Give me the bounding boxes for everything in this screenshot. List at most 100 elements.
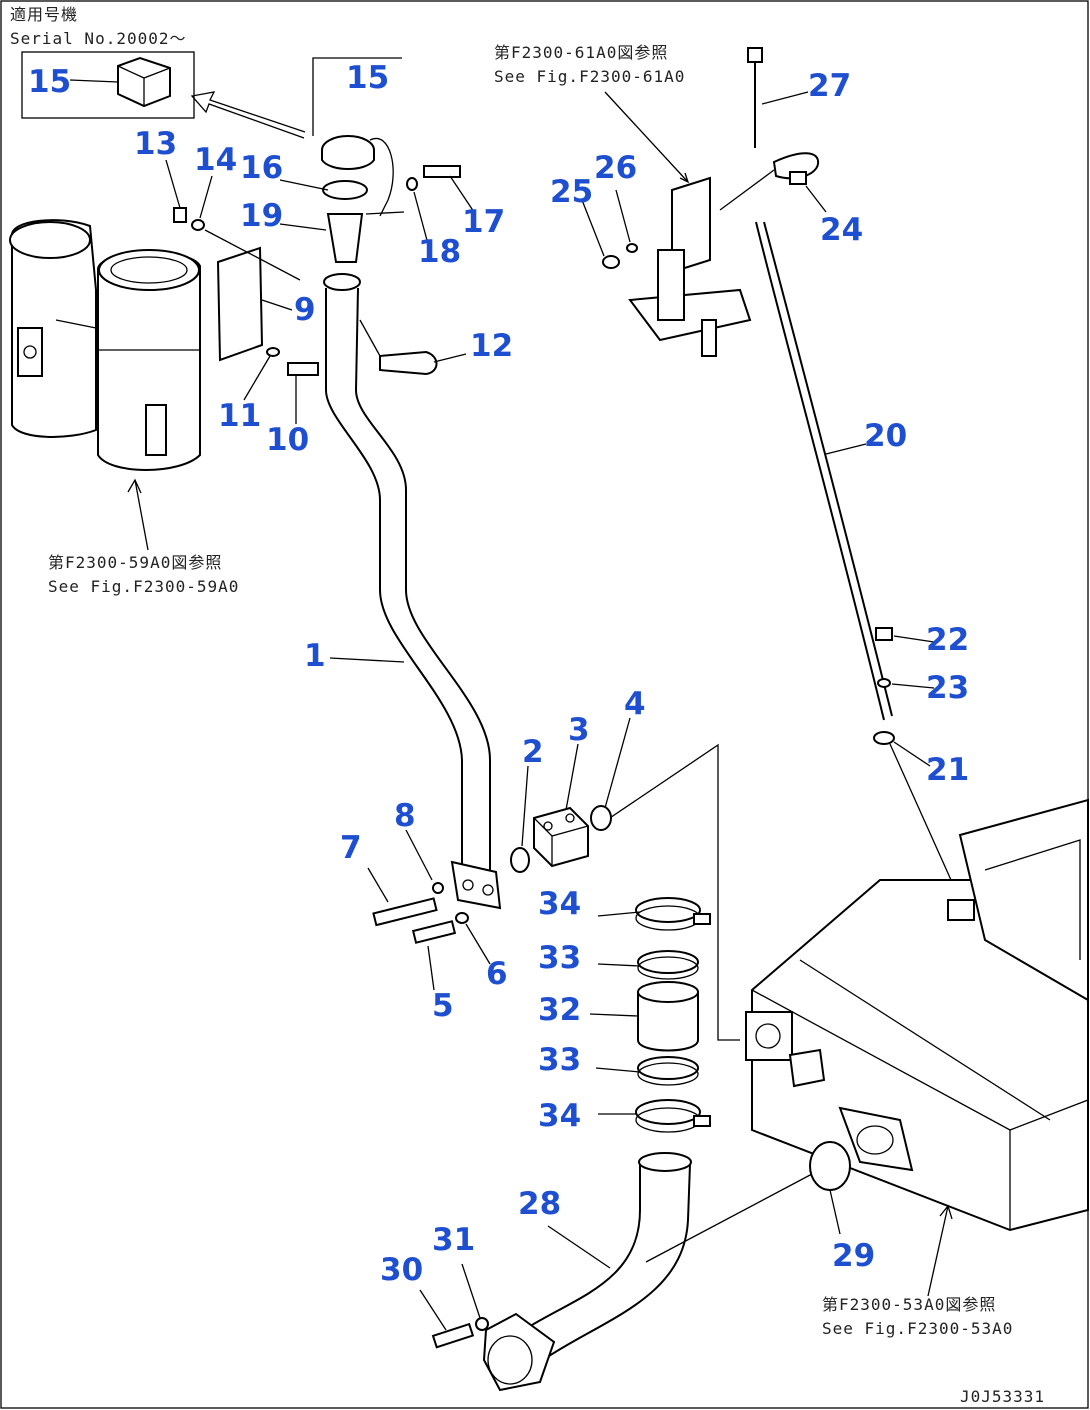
nut-25 bbox=[602, 255, 620, 269]
callout-21: 21 bbox=[926, 752, 969, 788]
callout-28: 28 bbox=[518, 1186, 561, 1222]
callout-13: 13 bbox=[134, 126, 177, 162]
leader-14 bbox=[204, 229, 301, 281]
ref-5900-jp: 第F2300-59A0図参照 bbox=[48, 553, 222, 572]
cap-inset-drawing bbox=[69, 56, 171, 108]
callout-34-lower: 34 bbox=[538, 1098, 581, 1134]
callout-3: 3 bbox=[568, 712, 590, 748]
ref-5300-arrow bbox=[927, 1204, 953, 1297]
callout-34-upper: 34 bbox=[538, 886, 581, 922]
ref-6100-arrow bbox=[604, 91, 690, 184]
callout-27: 27 bbox=[808, 68, 851, 104]
serial-note-jp: 適用号機 bbox=[10, 5, 78, 24]
callout-19: 19 bbox=[240, 198, 283, 234]
callout-23: 23 bbox=[926, 670, 969, 706]
callout-22: 22 bbox=[926, 622, 969, 658]
clamp-21 bbox=[873, 731, 895, 745]
callout-11: 11 bbox=[218, 398, 261, 434]
ref-5300-en: See Fig.F2300-53A0 bbox=[822, 1319, 1013, 1338]
clamp-33-lower bbox=[637, 1056, 699, 1086]
oring-29 bbox=[809, 1141, 851, 1191]
callout-14: 14 bbox=[194, 142, 237, 178]
callout-17: 17 bbox=[462, 204, 505, 240]
callout-30: 30 bbox=[380, 1252, 423, 1288]
washer-18 bbox=[406, 177, 418, 191]
callout-31: 31 bbox=[432, 1222, 475, 1258]
bolt-7 bbox=[372, 897, 438, 927]
cover-plate-9 bbox=[216, 246, 264, 362]
gauge-bracket bbox=[628, 176, 752, 357]
callout-15-inset: 15 bbox=[28, 64, 71, 100]
cap-leader-line bbox=[365, 211, 405, 215]
clamp-34-upper bbox=[635, 897, 711, 931]
washer-8 bbox=[432, 882, 444, 894]
filler-cap-15 bbox=[321, 135, 394, 217]
callout-33-lower: 33 bbox=[538, 1042, 581, 1078]
tube-flange bbox=[450, 860, 502, 910]
oring-2 bbox=[510, 847, 530, 873]
callout-2: 2 bbox=[522, 734, 544, 770]
callout-1: 1 bbox=[304, 638, 326, 674]
ref-5900-en: See Fig.F2300-59A0 bbox=[48, 577, 239, 596]
pump-housing bbox=[9, 219, 201, 471]
gauge-rod-27 bbox=[747, 47, 763, 148]
cap-bracket bbox=[312, 57, 402, 136]
bolt-22 bbox=[875, 627, 893, 641]
callout-4: 4 bbox=[624, 686, 646, 722]
washer-6 bbox=[455, 912, 469, 924]
callout-29: 29 bbox=[832, 1238, 875, 1274]
washer-31 bbox=[475, 1317, 489, 1331]
clamp-34-lower bbox=[635, 1099, 711, 1133]
drawing-id: J0J53331 bbox=[960, 1387, 1045, 1406]
bolt-5 bbox=[411, 920, 457, 944]
ref-5900-arrow bbox=[127, 478, 149, 551]
gasket-16 bbox=[322, 180, 368, 200]
bolt-30 bbox=[431, 1322, 475, 1349]
washer-26 bbox=[626, 243, 638, 253]
clamp-33-upper bbox=[637, 950, 699, 980]
clip-12 bbox=[359, 319, 438, 376]
serial-note-en: Serial No.20002～ bbox=[10, 29, 187, 48]
hydraulic-tank bbox=[745, 798, 1089, 1232]
gauge-tube-20 bbox=[755, 221, 893, 721]
callout-24: 24 bbox=[820, 212, 863, 248]
callout-16: 16 bbox=[240, 150, 283, 186]
oring-4 bbox=[590, 805, 612, 831]
callout-26: 26 bbox=[594, 150, 637, 186]
elbow-tube-28 bbox=[482, 1152, 692, 1392]
callout-33-upper: 33 bbox=[538, 940, 581, 976]
callout-18: 18 bbox=[418, 234, 461, 270]
callout-6: 6 bbox=[486, 956, 508, 992]
gauge-lower-line bbox=[889, 743, 961, 901]
cap-24 bbox=[772, 152, 820, 185]
bolt-17 bbox=[423, 165, 461, 178]
callout-15: 15 bbox=[346, 60, 389, 96]
ref-6100-en: See Fig.F2300-61A0 bbox=[494, 67, 685, 86]
callout-10: 10 bbox=[266, 422, 309, 458]
callout-8: 8 bbox=[394, 798, 416, 834]
serial-inset-box bbox=[21, 51, 195, 119]
callout-7: 7 bbox=[340, 830, 362, 866]
gauge-leader bbox=[719, 169, 775, 211]
hose-32 bbox=[637, 981, 699, 1052]
callout-9: 9 bbox=[294, 292, 316, 328]
washer-23 bbox=[877, 678, 891, 688]
strainer-19 bbox=[326, 213, 364, 263]
split-flange-3 bbox=[533, 806, 589, 868]
tube-1 bbox=[323, 273, 491, 870]
callout-25: 25 bbox=[550, 174, 593, 210]
bolt-13 bbox=[173, 207, 187, 223]
callout-leaders bbox=[165, 91, 935, 1331]
oring-4-leader bbox=[594, 743, 740, 1041]
callout-32: 32 bbox=[538, 992, 581, 1028]
callout-20: 20 bbox=[864, 418, 907, 454]
washer-11 bbox=[266, 347, 280, 357]
callout-5: 5 bbox=[432, 988, 454, 1024]
oring-29-leader bbox=[645, 1173, 813, 1263]
inset-arrow bbox=[190, 91, 306, 139]
callout-12: 12 bbox=[470, 328, 513, 364]
bolt-10 bbox=[287, 362, 319, 376]
